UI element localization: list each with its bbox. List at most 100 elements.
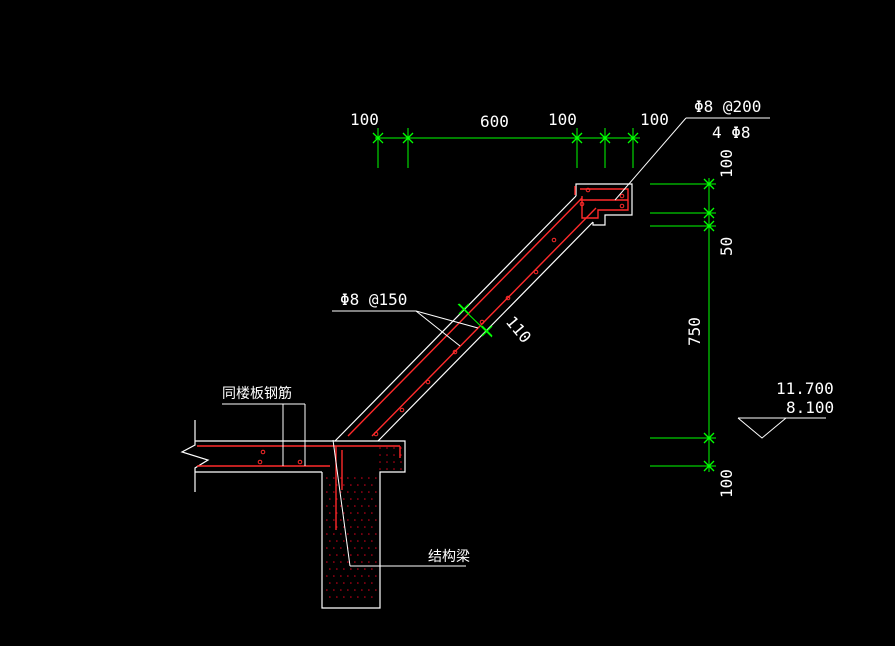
- rebar-dot: [479, 319, 485, 325]
- label-top-long: 4 Φ8: [712, 123, 751, 142]
- hatch-dot: [357, 582, 359, 584]
- hatch-dot: [326, 505, 328, 507]
- rebar-dot: [533, 269, 539, 275]
- rebar-dot: [551, 237, 557, 243]
- dim-top-3: 100: [548, 110, 577, 129]
- rebar-bar-dots: [257, 187, 625, 465]
- hatch-dot: [326, 533, 328, 535]
- hatch-dot: [375, 575, 377, 577]
- hatch-dot: [393, 468, 395, 470]
- hatch-dot: [375, 561, 377, 563]
- hatch-dot: [343, 512, 345, 514]
- hatch-dot: [400, 468, 402, 470]
- rebar-dot: [425, 379, 431, 385]
- hatch-dot: [371, 596, 373, 598]
- rebar-dot: [257, 459, 263, 465]
- rebar: [197, 186, 629, 530]
- dim-thickness: 110: [502, 312, 535, 346]
- hatch-dot: [393, 447, 395, 449]
- hatch-dot: [333, 505, 335, 507]
- hatch-dot: [329, 568, 331, 570]
- hatch-dot: [333, 519, 335, 521]
- hatch-dot: [357, 526, 359, 528]
- hatch-dot: [361, 505, 363, 507]
- hatch-dot: [371, 512, 373, 514]
- hatch-dot: [364, 596, 366, 598]
- hatch-dot: [357, 512, 359, 514]
- hatch-dot: [371, 540, 373, 542]
- rebar-dot: [505, 295, 511, 301]
- hatch-dot: [368, 589, 370, 591]
- hatch-dot: [361, 547, 363, 549]
- hatch-dot: [333, 575, 335, 577]
- hatch-dot: [379, 468, 381, 470]
- hatch-dot: [340, 477, 342, 479]
- rebar-dot: [452, 349, 458, 355]
- hatch-dot: [326, 547, 328, 549]
- concrete-outline: [180, 183, 633, 609]
- hatch-dot: [343, 540, 345, 542]
- hatch-dot: [368, 477, 370, 479]
- hatch-dot: [343, 484, 345, 486]
- hatch-dot: [375, 505, 377, 507]
- hatch-dot: [350, 498, 352, 500]
- hatch-dot: [329, 582, 331, 584]
- hatch-dot: [354, 589, 356, 591]
- rebar-dot: [260, 449, 266, 455]
- label-elevation-top: 11.700: [776, 379, 834, 398]
- hatch-dot: [347, 533, 349, 535]
- hatch-dot: [329, 526, 331, 528]
- hatch-dot: [361, 477, 363, 479]
- hatch-dot: [379, 447, 381, 449]
- hatch-dot: [354, 477, 356, 479]
- hatch-dot: [340, 575, 342, 577]
- hatch-dot: [347, 575, 349, 577]
- hatch-dot: [386, 461, 388, 463]
- label-floor-rebar: 同楼板钢筋: [222, 385, 292, 402]
- hatch-dot: [368, 505, 370, 507]
- hatch-dot: [347, 491, 349, 493]
- hatch-dot: [368, 547, 370, 549]
- hatch-dot: [333, 533, 335, 535]
- dim-top-2: 600: [480, 112, 509, 131]
- hatch-dot: [347, 477, 349, 479]
- hatch-dot: [329, 540, 331, 542]
- hatch-dot: [357, 596, 359, 598]
- rebar-dot: [579, 201, 585, 207]
- hatch-dot: [361, 491, 363, 493]
- hatch-dot: [340, 505, 342, 507]
- hatch-dot: [364, 540, 366, 542]
- label-beam: 结构梁: [428, 549, 470, 565]
- hatch-dot: [350, 554, 352, 556]
- hatch-dot: [354, 575, 356, 577]
- hatch-dot: [393, 454, 395, 456]
- hatch-dot: [336, 568, 338, 570]
- hatch-dot: [336, 554, 338, 556]
- hatch-dot: [364, 484, 366, 486]
- hatch-dot: [329, 554, 331, 556]
- hatch-dot: [364, 554, 366, 556]
- hatch-dot: [375, 477, 377, 479]
- hatch-dot: [371, 526, 373, 528]
- hatch-dot: [368, 491, 370, 493]
- hatch-dot: [326, 589, 328, 591]
- dimension-ticks: [372, 132, 715, 472]
- hatch-dot: [347, 589, 349, 591]
- hatch-dot: [357, 554, 359, 556]
- hatch-dot: [375, 589, 377, 591]
- hatch-dot: [375, 547, 377, 549]
- hatch-dot: [386, 468, 388, 470]
- dim-right-3: 750: [685, 317, 704, 346]
- hatch-dot: [354, 533, 356, 535]
- hatch-dot: [371, 484, 373, 486]
- hatch-dot: [364, 568, 366, 570]
- dimension-lines: [375, 128, 716, 472]
- hatch-dot: [343, 596, 345, 598]
- hatch-dot: [364, 526, 366, 528]
- rebar-dot: [619, 193, 625, 199]
- hatch-dot: [368, 561, 370, 563]
- rebar-dot: [399, 407, 405, 413]
- hatch-dot: [371, 498, 373, 500]
- hatch-dot: [343, 498, 345, 500]
- hatch-dot: [364, 498, 366, 500]
